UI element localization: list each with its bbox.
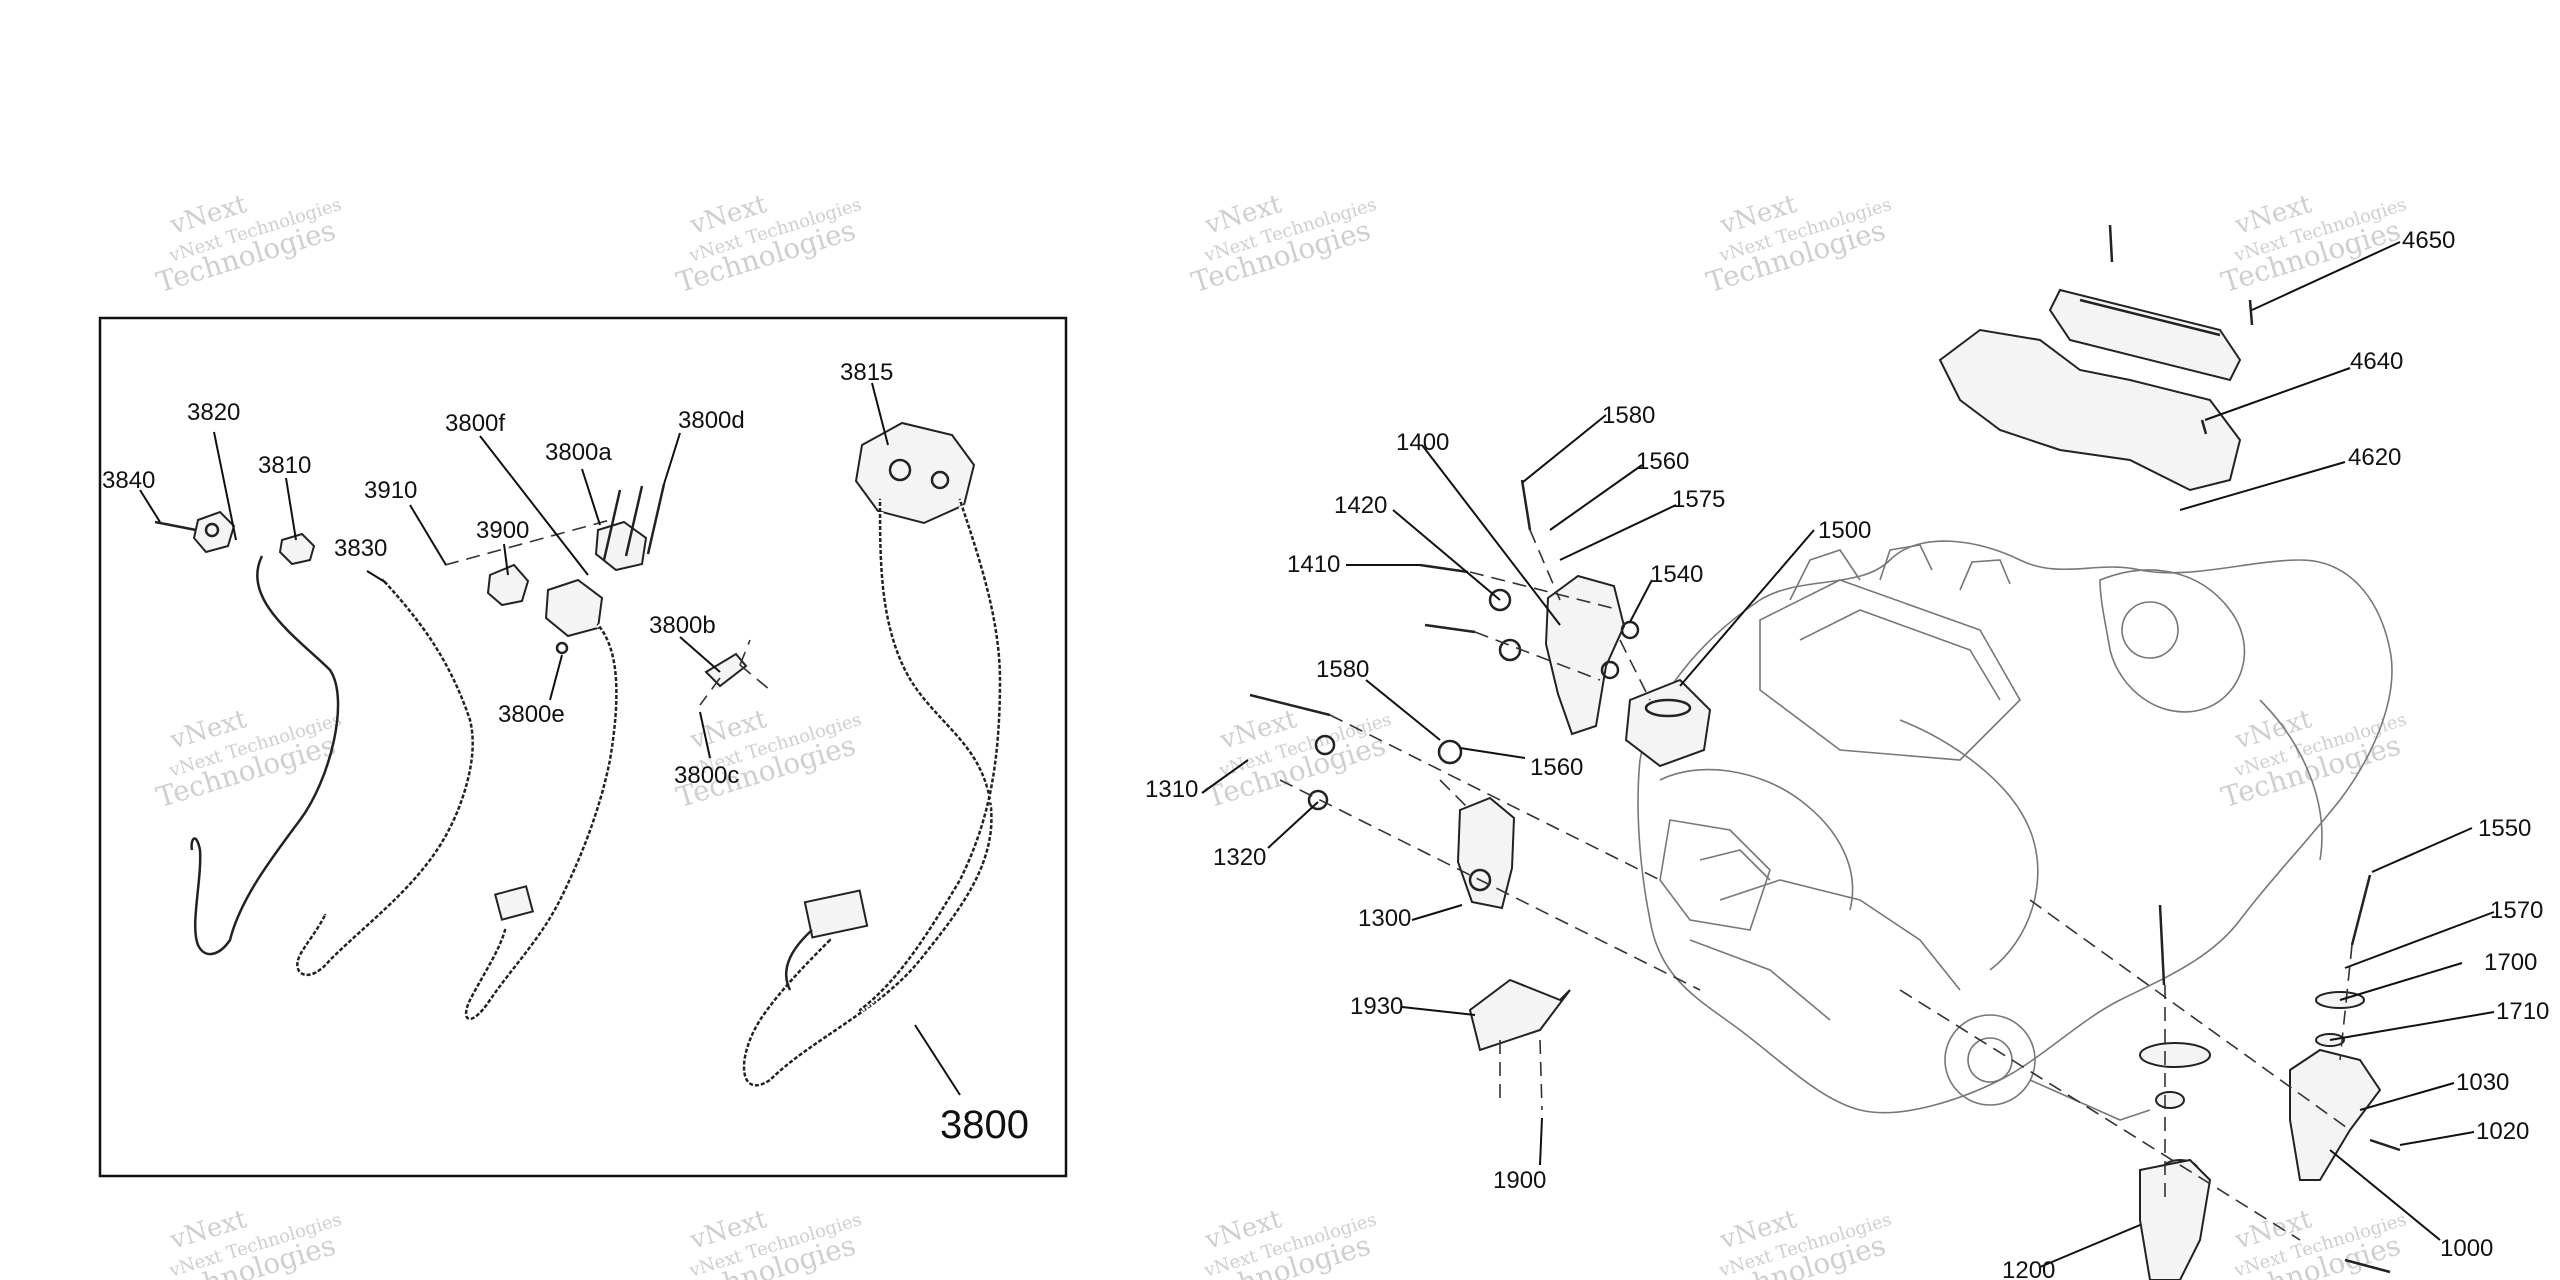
callout-label: 1580	[1316, 656, 1369, 683]
callout-label: 3800	[940, 1103, 1029, 1147]
callout-label: 1400	[1396, 429, 1449, 456]
callout-label: 3800e	[498, 701, 565, 728]
callout-label: 1575	[1672, 486, 1725, 513]
callout-label: 1500	[1818, 517, 1871, 544]
callout-label: 1020	[2476, 1118, 2529, 1145]
callout-label: 1560	[1530, 754, 1583, 781]
callout-label: 3820	[187, 399, 240, 426]
callout-label: 1320	[1213, 844, 1266, 871]
callout-label: 1580	[1602, 402, 1655, 429]
main-leader-lines	[1201, 241, 2495, 1268]
callout-label: 4620	[2348, 444, 2401, 471]
callout-label: 1200	[2002, 1257, 2055, 1280]
callout-label: 1410	[1287, 551, 1340, 578]
callout-label: 1710	[2496, 998, 2549, 1025]
callout-label: 1930	[1350, 993, 1403, 1020]
engine-illustration	[1637, 540, 2393, 1121]
callout-label: 3830	[334, 535, 387, 562]
callout-label: 3910	[364, 477, 417, 504]
callout-label: 1550	[2478, 815, 2531, 842]
callout-label: 1310	[1145, 776, 1198, 803]
wiring-harness-parts	[154, 421, 1004, 1089]
callout-label: 1560	[1636, 448, 1689, 475]
callout-label: 3800d	[678, 407, 745, 434]
main-callout-labels: 1580 1560 1400 1575 1420 1500 1410 1540 …	[1145, 227, 2549, 1280]
callout-label: 1540	[1650, 561, 1703, 588]
callout-label: 1700	[2484, 949, 2537, 976]
callout-label: 1420	[1334, 492, 1387, 519]
inset-callout-labels: 3820 3810 3840 3910 3830 3900 3800f 3800…	[102, 359, 1029, 1147]
callout-label: 3900	[476, 517, 529, 544]
callout-label: 3810	[258, 452, 311, 479]
engine-mount-parts	[1249, 479, 2401, 1280]
ecu-module-parts	[1938, 224, 2254, 492]
callout-label: 1030	[2456, 1069, 2509, 1096]
callout-label: 4650	[2402, 227, 2455, 254]
callout-label: 1900	[1493, 1167, 1546, 1194]
inset-leader-lines	[139, 382, 961, 1096]
callout-label: 3815	[840, 359, 893, 386]
callout-label: 1570	[2490, 897, 2543, 924]
callout-label: 1300	[1358, 905, 1411, 932]
callout-label: 4640	[2350, 348, 2403, 375]
inset-frame	[98, 316, 1068, 1178]
callout-label: 3840	[102, 467, 155, 494]
assembly-axis-lines	[1279, 529, 2353, 1241]
callout-label: 3800c	[674, 762, 739, 789]
callout-label: 3800b	[649, 612, 716, 639]
callout-label: 1000	[2440, 1235, 2493, 1262]
callout-label: 3800a	[545, 439, 612, 466]
callout-label: 3800f	[445, 410, 505, 437]
